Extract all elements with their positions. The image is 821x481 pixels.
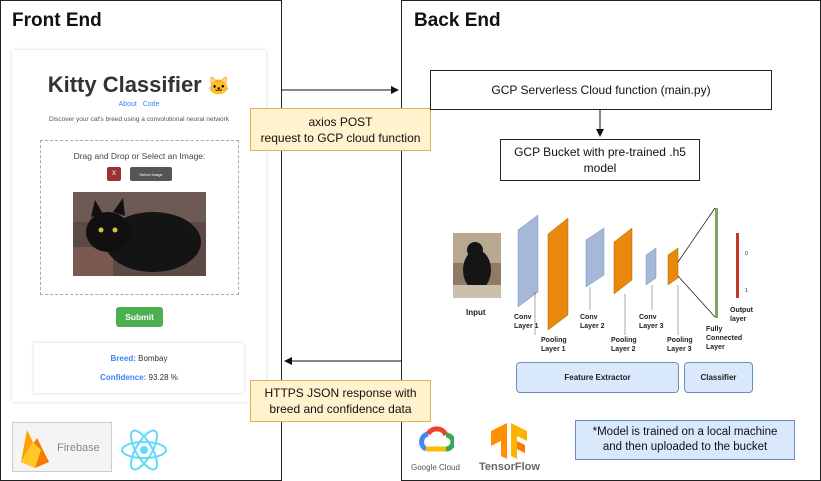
request-note: axios POST request to GCP cloud function	[250, 108, 431, 151]
confidence-result: Confidence: 93.28 %	[34, 373, 244, 382]
output-tick-0: 0	[745, 251, 748, 257]
breed-result: Breed: Bombay	[34, 354, 244, 363]
conv-layer-1	[517, 214, 539, 308]
back-end-title: Back End	[414, 10, 501, 31]
pooling-layer-1-label: Pooling Layer 1	[541, 337, 567, 353]
confidence-value: 93.28 %	[148, 373, 178, 382]
input-image	[453, 233, 501, 298]
dropzone[interactable]	[40, 140, 239, 295]
upload-prompt: Drag and Drop or Select an Image:	[73, 151, 206, 161]
pooling-layer-3	[667, 247, 679, 286]
feature-extractor-box: Feature Extractor	[516, 362, 679, 393]
code-link[interactable]: Code	[142, 101, 160, 108]
output-tick-1: 1	[745, 288, 748, 294]
firebase-label: Firebase	[57, 442, 100, 454]
cnn-diagram	[453, 207, 739, 335]
firebase-logo: Firebase	[12, 422, 112, 472]
pooling-layer-2	[613, 227, 633, 295]
react-icon	[121, 429, 167, 471]
pooling-layer-3-label: Pooling Layer 3	[667, 337, 693, 353]
bucket-box: GCP Bucket with pre-trained .h5 model	[500, 139, 700, 181]
input-label: Input	[466, 308, 486, 317]
fully-connected-label: Fully Connected Layer	[706, 326, 743, 351]
app-title: Kitty Classifier 🐱	[12, 72, 266, 98]
conv-layer-2-label: Conv Layer 2	[580, 314, 605, 330]
about-link[interactable]: About	[118, 101, 137, 108]
breed-label: Breed:	[110, 354, 136, 363]
cat-emoji-icon: 🐱	[207, 76, 231, 96]
output-layer-label: Output layer	[730, 307, 753, 323]
conv-layer-3	[645, 247, 657, 286]
pooling-layer-1	[547, 217, 569, 331]
fully-connected-layer	[715, 208, 718, 318]
front-end-title: Front End	[12, 10, 102, 31]
result-card	[34, 343, 244, 393]
pooling-layer-2-label: Pooling Layer 2	[611, 337, 637, 353]
submit-button[interactable]: Submit	[116, 307, 163, 327]
firebase-flame-icon	[21, 430, 49, 468]
tensorflow-label: TensorFlow	[479, 461, 540, 473]
cat-image-preview	[73, 192, 206, 276]
app-title-text: Kitty Classifier	[47, 72, 202, 97]
google-cloud-icon	[419, 426, 454, 452]
conv-layer-1-label: Conv Layer 1	[514, 314, 539, 330]
training-footnote: *Model is trained on a local machine and…	[575, 420, 795, 460]
confidence-label: Confidence:	[100, 373, 147, 382]
app-subtitle: Discover your cat's breed using a convol…	[48, 116, 230, 123]
cloud-function-box: GCP Serverless Cloud function (main.py)	[430, 70, 772, 110]
tensorflow-icon	[491, 423, 527, 459]
google-cloud-label: Google Cloud	[411, 463, 460, 472]
app-links: About Code	[12, 101, 266, 108]
response-note: HTTPS JSON response with breed and confi…	[250, 380, 431, 422]
remove-image-button[interactable]: X	[107, 167, 121, 181]
conv-layer-2	[585, 227, 605, 288]
output-layer	[736, 233, 739, 298]
conv-layer-3-label: Conv Layer 3	[639, 314, 664, 330]
select-image-button[interactable]: Select Image	[130, 167, 172, 181]
breed-value: Bombay	[138, 354, 168, 363]
classifier-box: Classifier	[684, 362, 753, 393]
